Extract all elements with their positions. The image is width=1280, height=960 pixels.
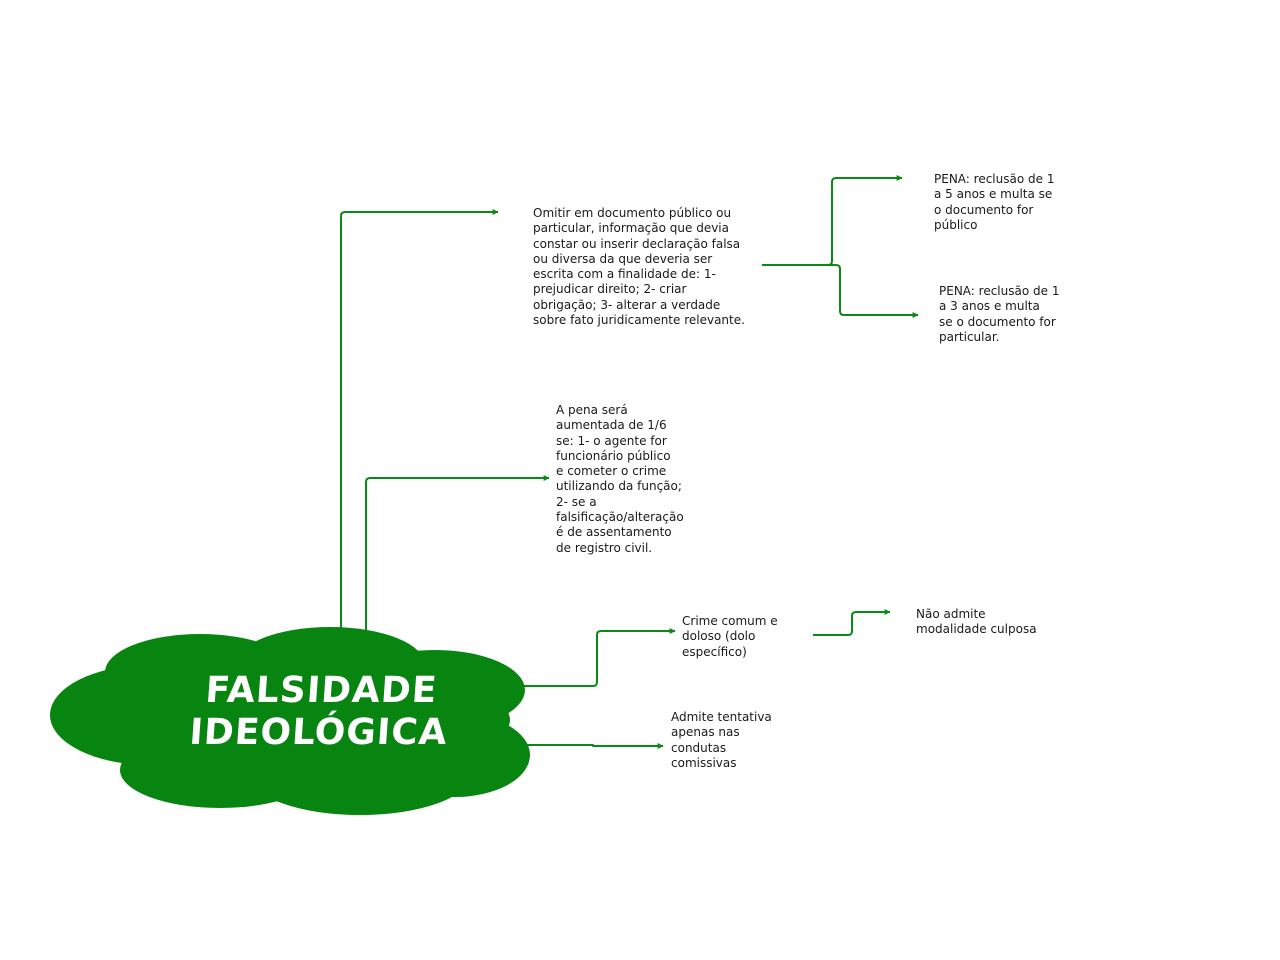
node-pena-publico[interactable]: PENA: reclusão de 1 a 5 anos e multa se … xyxy=(934,172,1055,232)
central-topic-cloud[interactable] xyxy=(50,627,530,815)
node-nao-culposa[interactable]: Não admite modalidade culposa xyxy=(916,607,1037,637)
node-crime-comum[interactable]: Crime comum e doloso (dolo específico) xyxy=(682,614,778,659)
connector-definition-to-pena-publico xyxy=(762,175,903,266)
node-tentativa[interactable]: Admite tentativa apenas nas condutas com… xyxy=(671,710,772,770)
central-topic-title[interactable]: FALSIDADE IDEOLÓGICA xyxy=(188,670,449,753)
connector-central-to-aumento-pena xyxy=(365,475,550,635)
connector-central-to-crime-comum xyxy=(520,628,676,687)
node-definition[interactable]: Omitir em documento público ou particula… xyxy=(533,206,745,328)
connector-central-to-tentativa xyxy=(520,743,664,749)
node-pena-particular[interactable]: PENA: reclusão de 1 a 3 anos e multa se … xyxy=(939,284,1060,344)
connector-definition-to-pena-particular xyxy=(828,264,919,318)
node-aumento-pena[interactable]: A pena será aumentada de 1/6 se: 1- o ag… xyxy=(556,403,684,555)
connector-central-to-definition xyxy=(340,209,499,635)
connector-crime-comum-to-nao-culposa xyxy=(813,609,891,636)
